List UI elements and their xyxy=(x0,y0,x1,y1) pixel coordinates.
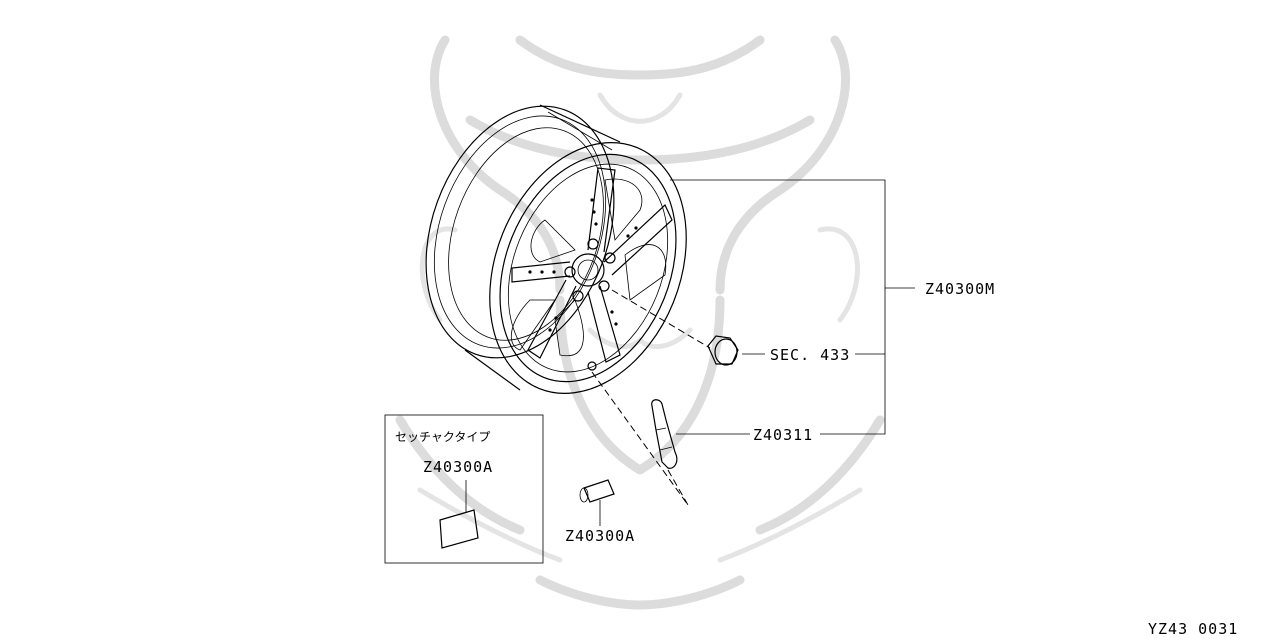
callout-weight-box: Z40300A xyxy=(423,458,493,476)
valve-leader-dashed-2 xyxy=(667,469,689,506)
wheel-assembly-drawing xyxy=(425,104,687,394)
callout-wheel-assembly: Z40300M xyxy=(925,280,995,298)
lug-nut-drawing xyxy=(707,335,739,366)
callout-valve: Z40311 xyxy=(753,426,813,444)
callout-nut-reference: SEC. 433 xyxy=(770,346,850,364)
assembly-bracket xyxy=(670,179,915,435)
inset-box-title: セッチャクタイプ xyxy=(395,430,490,444)
nut-leader-dashed xyxy=(611,289,711,349)
figure-code: YZ43 0031 xyxy=(1148,620,1238,638)
inset-box xyxy=(384,414,544,564)
callout-weight-main: Z40300A xyxy=(565,527,635,545)
watermark-emblem xyxy=(395,35,885,610)
balance-weight-drawing xyxy=(579,479,615,503)
valve-leader-dashed xyxy=(591,371,689,506)
valve-stem-drawing xyxy=(651,399,678,469)
inset-weight-drawing xyxy=(439,509,479,549)
